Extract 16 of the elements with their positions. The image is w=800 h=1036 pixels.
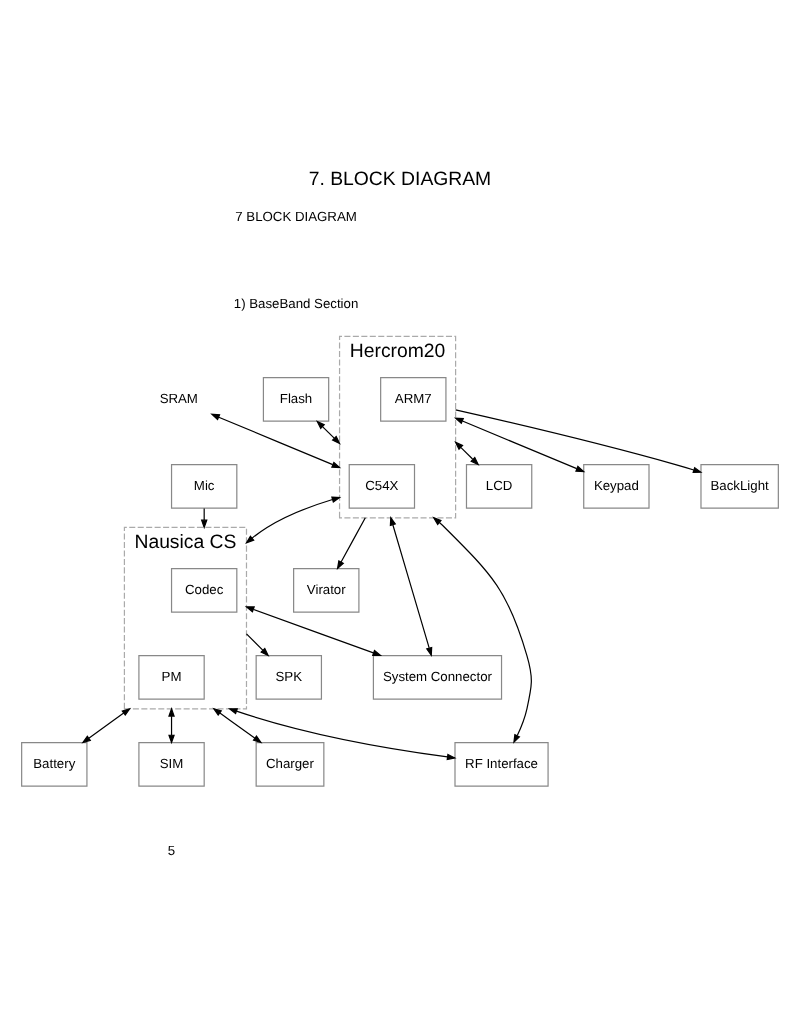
diagram-title: 7. BLOCK DIAGRAM: [308, 168, 492, 191]
arrow: [210, 412, 342, 468]
arrow: [245, 632, 270, 656]
arrow: [244, 605, 383, 656]
arrow: [432, 515, 532, 743]
arrow: [453, 416, 586, 472]
arrow: [168, 705, 175, 744]
arrow: [315, 419, 341, 444]
arrow: [336, 516, 366, 570]
arrow: [81, 706, 132, 743]
arrow: [212, 706, 263, 743]
arrow: [455, 408, 703, 473]
arrow: [227, 707, 457, 760]
arrow: [389, 515, 433, 656]
arrow: [454, 439, 480, 465]
arrow: [245, 495, 342, 544]
